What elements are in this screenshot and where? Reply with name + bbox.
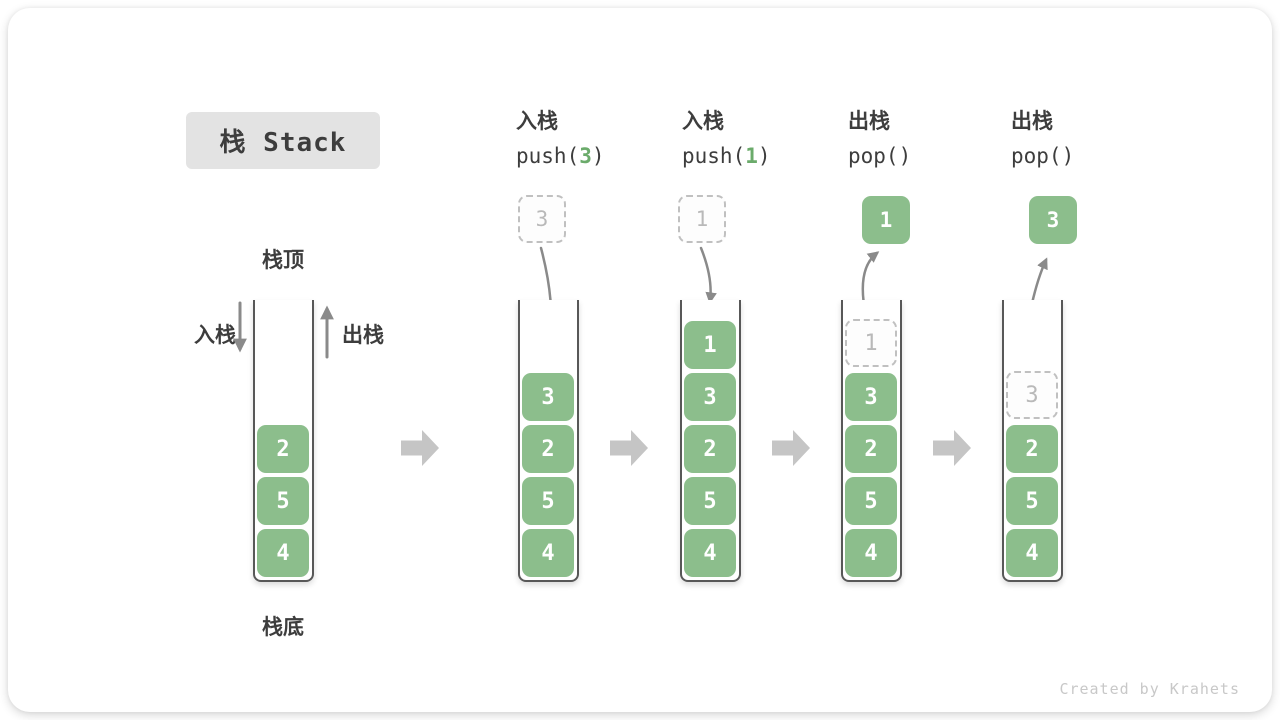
code-fn: pop( (848, 144, 899, 168)
code-arg: 1 (745, 144, 758, 168)
stack-cell: 2 (257, 425, 309, 473)
stack-cell: 3 (522, 373, 574, 421)
stack-cell-ghost: 3 (1006, 371, 1058, 419)
op-label: 入栈 (516, 109, 558, 133)
op-code: push(1) (682, 142, 771, 170)
stack-cell: 5 (845, 477, 897, 525)
stack-cell: 2 (845, 425, 897, 473)
stack-cell: 5 (1006, 477, 1058, 525)
float-value-push3: 3 (518, 195, 566, 243)
op-label: 出栈 (848, 109, 890, 133)
code-close: ) (1061, 144, 1075, 168)
stack-cell: 5 (257, 477, 309, 525)
float-value-pop1: 1 (862, 196, 910, 244)
code-close: ) (757, 144, 771, 168)
code-fn: push( (516, 144, 580, 168)
op-label: 出栈 (1011, 109, 1053, 133)
stack-cell: 2 (684, 425, 736, 473)
stack-cell: 1 (684, 321, 736, 369)
op-header-pop2: 出栈 pop() (1011, 107, 1074, 170)
op-code: pop() (848, 142, 911, 170)
push-label: 入栈 (194, 323, 236, 347)
code-close: ) (898, 144, 912, 168)
stack-cell: 3 (845, 373, 897, 421)
op-header-push3: 入栈 push(3) (516, 107, 605, 170)
stack-bottom-label: 栈底 (262, 615, 304, 639)
watermark: Created by Krahets (1059, 680, 1240, 698)
code-close: ) (591, 144, 605, 168)
op-code: pop() (1011, 142, 1074, 170)
stack-cell: 4 (684, 529, 736, 577)
pop-label: 出栈 (342, 323, 384, 347)
code-fn: push( (682, 144, 746, 168)
stack-cell-ghost: 1 (845, 319, 897, 367)
op-header-pop1: 出栈 pop() (848, 107, 911, 170)
stack-cell: 4 (522, 529, 574, 577)
op-code: push(3) (516, 142, 605, 170)
float-value-push1: 1 (678, 195, 726, 243)
op-label: 入栈 (682, 109, 724, 133)
stack-cell: 5 (684, 477, 736, 525)
stack-cell: 4 (1006, 529, 1058, 577)
stack-top-label: 栈顶 (262, 248, 304, 272)
diagram-title-text: 栈 Stack (219, 128, 347, 158)
stack-cell: 2 (522, 425, 574, 473)
stack-cell: 4 (845, 529, 897, 577)
stack-cell: 5 (522, 477, 574, 525)
op-header-push1: 入栈 push(1) (682, 107, 771, 170)
stack-cell: 3 (684, 373, 736, 421)
float-value-pop2: 3 (1029, 196, 1077, 244)
stack-cell: 4 (257, 529, 309, 577)
diagram-title: 栈 Stack (186, 112, 380, 169)
code-fn: pop( (1011, 144, 1062, 168)
stack-cell: 2 (1006, 425, 1058, 473)
code-arg: 3 (579, 144, 592, 168)
